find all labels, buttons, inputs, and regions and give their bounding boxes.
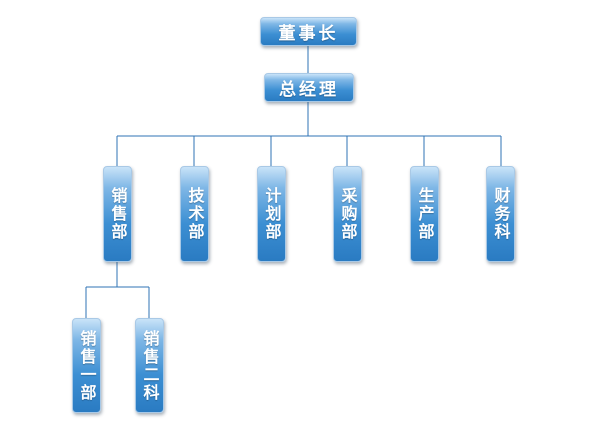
node-dept-production: 生产部 xyxy=(410,166,439,262)
node-dept-planning: 计划部 xyxy=(257,166,286,262)
node-dept-purchasing: 采购部 xyxy=(333,166,362,262)
node-chairman: 董事长 xyxy=(260,17,357,46)
node-dept-tech: 技术部 xyxy=(180,166,209,262)
node-sales-unit-1: 销售一部 xyxy=(72,318,101,413)
node-sales-unit-2: 销售二科 xyxy=(135,318,164,413)
node-dept-sales: 销售部 xyxy=(103,166,132,262)
node-general-manager: 总经理 xyxy=(264,73,354,102)
node-dept-finance: 财务科 xyxy=(486,166,515,262)
